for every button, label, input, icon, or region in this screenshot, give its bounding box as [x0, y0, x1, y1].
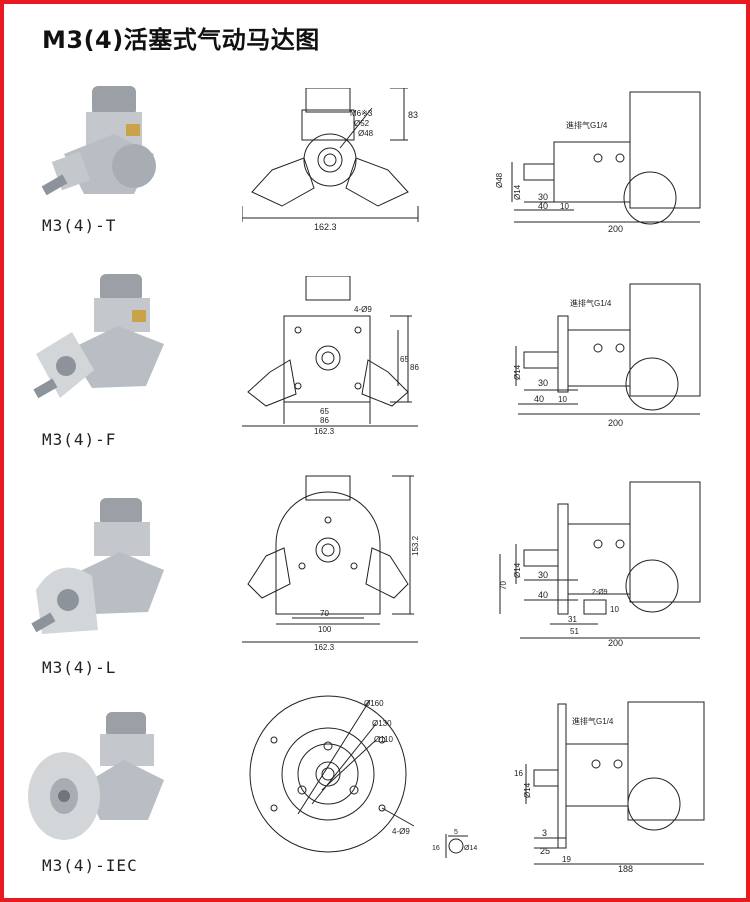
- side-total-label-t: 200: [608, 224, 623, 234]
- front-holes-label-iec: 4-Ø9: [392, 827, 410, 836]
- side-dim-d-l: 31: [568, 615, 577, 624]
- side-dim-c-f: 10: [558, 395, 567, 404]
- front-key5-label-iec: 5: [454, 829, 458, 836]
- side-port-label-iec: 進排气G1/4: [572, 716, 614, 726]
- side-d14-label-t: Ø14: [513, 184, 522, 200]
- side-d14-label-l: Ø14: [513, 562, 522, 578]
- front-view-drawing-f: 4-Ø9 65 86 65 86 162.3: [242, 276, 419, 436]
- side-dim-a-l: 30: [538, 570, 548, 580]
- side-dim-c-l: 10: [610, 605, 619, 614]
- side-dim-c-t: 10: [560, 202, 569, 211]
- front-w1-label-l: 70: [320, 609, 329, 618]
- front-view-drawing-iec: Ø160 Ø130 Ø110 4-Ø9 5 16 Ø14: [249, 695, 477, 858]
- front-width-label-f: 162.3: [314, 427, 335, 436]
- side-port-label-t: 進排气G1/4: [566, 120, 608, 130]
- front-w1-label-f: 65: [320, 407, 329, 416]
- side-total-label-iec: 188: [618, 864, 633, 874]
- row-m3-4-l: M3(4)-L 153.2 70 100 162.3: [4, 474, 746, 684]
- side-view-drawing-l: 70 Ø14 30 40 2-Ø9 10 31 51 200: [499, 481, 701, 648]
- row-m3-4-iec: M3(4)-IEC Ø160 Ø130 Ø110: [4, 694, 746, 894]
- front-d1-label-t: Ø52: [354, 119, 370, 128]
- motor-photo-f: [33, 274, 164, 399]
- front-height-label-t: 83: [408, 110, 418, 120]
- front-h2-label-f: 86: [410, 363, 419, 372]
- model-label-l: M3(4)-L: [42, 658, 117, 677]
- front-d110-label-iec: Ø110: [374, 735, 394, 744]
- model-label-t: M3(4)-T: [42, 216, 117, 235]
- page-title: M3(4)活塞式气动马达图: [42, 26, 320, 54]
- motor-photo-l: [31, 498, 164, 634]
- front-height-label-l: 153.2: [411, 535, 420, 556]
- side-total-label-l: 200: [608, 638, 623, 648]
- side-dim-a-t: 30: [538, 192, 548, 202]
- front-d2-label-t: Ø48: [358, 129, 374, 138]
- side-view-drawing-iec: 進排气G1/4 16 Ø14 3 25 19 188: [514, 701, 705, 874]
- side-dim-b-iec: 25: [540, 846, 550, 856]
- model-label-iec: M3(4)-IEC: [42, 856, 138, 875]
- motor-photo-iec: [28, 712, 164, 840]
- front-view-drawing-t: M6※3 Ø52 Ø48 83 162.3: [242, 88, 419, 232]
- side-dim-e-l: 51: [570, 627, 579, 636]
- front-h1-label-f: 65: [400, 355, 409, 364]
- model-label-f: M3(4)-F: [42, 430, 117, 449]
- side-h16-label-iec: 16: [514, 769, 523, 778]
- side-dim-c-iec: 19: [562, 855, 571, 864]
- front-d160-label-iec: Ø160: [364, 699, 384, 708]
- front-width-label-t: 162.3: [314, 222, 337, 232]
- side-d48-label-t: Ø48: [495, 172, 504, 188]
- motor-photo-t: [41, 86, 156, 196]
- front-width-label-l: 162.3: [314, 643, 335, 652]
- front-keyd14-label-iec: Ø14: [464, 845, 477, 852]
- side-view-drawing-f: 進排气G1/4 Ø14 30 40 10 200: [513, 283, 701, 428]
- front-bolt-label-t: M6※3: [350, 109, 373, 118]
- side-holes-label-l: 2-Ø9: [592, 589, 608, 596]
- side-view-drawing-t: 進排气G1/4 Ø48 Ø14 30 40 10 200: [495, 91, 701, 234]
- front-holes-label-f: 4-Ø9: [354, 305, 372, 314]
- row-m3-4-t: M3(4)-T M6※3 Ø52 Ø48 83: [4, 74, 746, 244]
- front-view-drawing-l: 153.2 70 100 162.3: [242, 475, 420, 652]
- side-dim-b-l: 40: [538, 590, 548, 600]
- side-dim-b-t: 40: [538, 201, 548, 211]
- side-h70-label-l: 70: [499, 581, 508, 590]
- side-dim-a-iec: 3: [542, 828, 547, 838]
- front-w2-label-f: 86: [320, 416, 329, 425]
- front-d130-label-iec: Ø130: [372, 719, 392, 728]
- front-w2-label-l: 100: [318, 625, 332, 634]
- side-dim-a-f: 30: [538, 378, 548, 388]
- side-total-label-f: 200: [608, 418, 623, 428]
- side-port-label-f: 進排气G1/4: [570, 298, 612, 308]
- side-dim-b-f: 40: [534, 394, 544, 404]
- side-d14-label-iec: Ø14: [523, 782, 532, 798]
- side-d14-label-f: Ø14: [513, 364, 522, 380]
- front-key16-label-iec: 16: [432, 845, 440, 852]
- row-m3-4-f: M3(4)-F 4-Ø9 65 86 65: [4, 266, 746, 456]
